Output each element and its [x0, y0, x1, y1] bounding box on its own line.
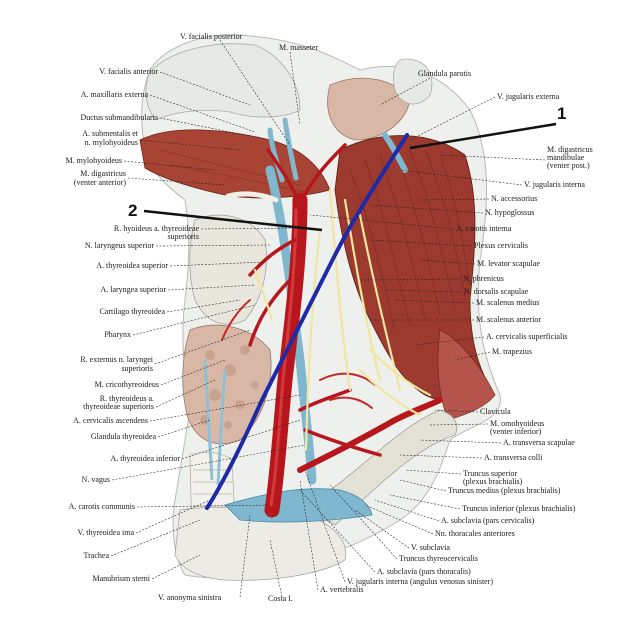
label-a-carotis-interna: A. carotis interna — [456, 224, 512, 233]
ear-lobe — [393, 58, 433, 105]
label-truncus-superior: Truncus superior — [463, 469, 517, 478]
carotid-branches — [248, 143, 382, 457]
label-a-cervicalis-superficialis: A. cervicalis superficialis — [486, 332, 568, 341]
label-truncus-thyreocervicalis: Truncus thyreocervicalis — [399, 554, 478, 563]
face-region — [145, 43, 301, 121]
label-glandula-thyreoidea: Glandula thyreoidea — [91, 432, 157, 441]
label-r-hyoideus: R. hyoideus a. thyreoideae — [114, 224, 200, 233]
artery-highlight — [269, 208, 298, 507]
label-r-externus: R. externus n. laryngei — [80, 355, 153, 364]
label-v-thyreoidea-ima: V. thyreoidea ima — [77, 528, 134, 537]
label-m-mylohyoideus: M. mylohyoideus — [66, 156, 122, 165]
label-trachea: Trachea — [84, 551, 110, 560]
trapezius-region — [437, 329, 496, 421]
label-m-omohyoideus: M. omohyoideus — [490, 419, 544, 428]
label-a-laryngea-superior: A. laryngea superior — [100, 285, 166, 294]
label-costa-i: Costa I. — [268, 594, 293, 603]
label-a-maxillaris-externa: A. maxillaris externa — [81, 90, 149, 99]
label-v-subclavia: V. subclavia — [411, 543, 450, 552]
label-m-levator-scapulae: M. levator scapulae — [477, 259, 540, 268]
label-a-carotis-communis: A. carotis communis — [69, 502, 135, 511]
marker-1-label: 1 — [557, 104, 566, 123]
label-m-scalenus-medius: M. scalenus medius — [476, 298, 539, 307]
label-clavicula: Clavicula — [480, 407, 511, 416]
label-m-cricothyreoideus: M. cricothyreoideus — [95, 380, 159, 389]
label-v-jugularis-interna: V. jugularis interna — [524, 180, 585, 189]
marker-2-pointer — [143, 209, 323, 232]
label-plexus-cervicalis: Plexus cervicalis — [474, 241, 528, 250]
label-a-transversa-colli: A. transversa colli — [484, 453, 543, 462]
internal-jugular-vein — [265, 165, 317, 485]
label-mandibulae: mandibulae — [547, 153, 585, 162]
label-r-thyreoideus: R. thyreoideus a. — [100, 394, 154, 403]
blue-pen-line — [205, 133, 409, 510]
marker-2-label: 2 — [128, 201, 137, 220]
hyoid-bone — [225, 191, 279, 203]
nerves — [253, 188, 432, 452]
label-v-jugularis-interna-angulus: V. jugularis interna (angulus venosus si… — [347, 577, 493, 586]
label-n-mylohyoideus: n. mylohyoideus — [85, 138, 138, 147]
subclavian-artery — [297, 397, 443, 473]
label-plexus-brachialis: (plexus brachialis) — [463, 477, 523, 486]
label-pharynx: Pharynx — [104, 330, 131, 339]
label-superioris-1: superioris — [167, 232, 199, 241]
label-n-hypoglossus: N. hypoglossus — [485, 208, 534, 217]
label-cartilago-thyreoidea: Cartilago thyreoidea — [99, 307, 165, 316]
label-thyreoideae-superioris: thyreoideae superioris — [83, 402, 154, 411]
label-venter-inferior: (venter inferior) — [490, 427, 542, 436]
label-venter-post: (venter post.) — [547, 161, 590, 170]
label-v-jugularis-externa: V. jugularis externa — [497, 92, 560, 101]
label-m-masseter: M. masseter — [279, 43, 318, 52]
label-m-digastricus-right: M. digastricus — [547, 145, 593, 154]
thyroid-veins — [203, 359, 227, 486]
label-a-thyreoidea-inferior: A. thyreoidea inferior — [110, 454, 180, 463]
muscle-striations — [159, 149, 471, 331]
label-venter-anterior: (venter anterior) — [74, 178, 127, 187]
label-a-subclavia-cervicalis: A. subclavia (pars cervicalis) — [441, 516, 535, 525]
label-v-facialis-anterior: V. facialis anterior — [99, 67, 158, 76]
neck-illustration — [139, 34, 501, 581]
parotid-gland — [327, 77, 411, 141]
label-manubrium-sterni: Manubrium sterni — [92, 574, 150, 583]
labels-bottom: V. subclavia Truncus thyreocervicalis A.… — [158, 543, 493, 603]
label-superioris-2: superioris — [121, 364, 153, 373]
labels-left: V. facialis anterior A. maxillaris exter… — [66, 67, 200, 583]
facial-veins — [267, 117, 299, 183]
label-a-submentalis: A. submentalis et — [82, 129, 139, 138]
leader-lines — [110, 39, 546, 598]
label-nn-thoracales-anteriores: Nn. thoracales anteriores — [435, 529, 515, 538]
labels-top: V. facialis posterior M. masseter Glandu… — [180, 32, 471, 78]
label-m-trapezius: M. trapezius — [492, 347, 532, 356]
label-a-transversa-scapulae: A. transversa scapulae — [503, 438, 575, 447]
label-n-phrenicus: N. phrenicus — [463, 274, 504, 283]
label-n-laryngeus-superior: N. laryngeus superior — [85, 241, 154, 250]
label-m-scalenus-anterior: M. scalenus anterior — [476, 315, 541, 324]
annotation-marks: 1 2 — [128, 104, 566, 510]
labels-right: V. jugularis externa M. digastricus mand… — [435, 92, 593, 538]
label-a-subclavia-thoracalis: A. subclavia (pars thoracalis) — [377, 567, 471, 576]
marker-1-pointer — [409, 122, 557, 150]
label-ductus-submandibularis: Ductus submandibularis — [80, 113, 158, 122]
label-truncus-medius: Truncus medius (plexus brachialis) — [448, 486, 561, 495]
label-v-facialis-posterior: V. facialis posterior — [180, 32, 243, 41]
label-n-vagus: N. vagus — [82, 475, 110, 484]
common-carotid-artery — [264, 192, 308, 518]
label-n-accessorius: N. accessorius — [491, 194, 537, 203]
label-truncus-inferior: Truncus inferior (plexus brachialis) — [462, 504, 576, 513]
label-glandula-parotis: Glandula parotis — [418, 69, 471, 78]
label-a-thyreoidea-superior: A. thyreoidea superior — [96, 261, 168, 270]
label-a-vertebralis: A. vertebralis — [320, 585, 364, 594]
small-arteries — [221, 299, 376, 409]
label-n-dorsalis-scapulae: N. dorsalis scapulae — [464, 287, 529, 296]
label-v-anonyma-sinistra: V. anonyma sinistra — [158, 593, 222, 602]
label-a-cervicalis-ascendens: A. cervicalis ascendens — [73, 416, 148, 425]
label-m-digastricus: M. digastricus — [80, 169, 126, 178]
